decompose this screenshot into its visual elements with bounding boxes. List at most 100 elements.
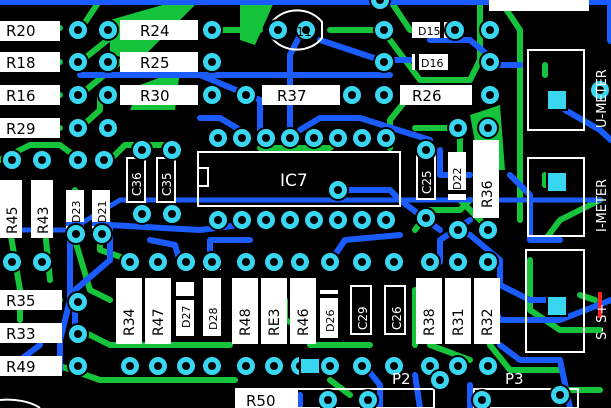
pad-hole [310,216,318,224]
silkscreen-white-bodies [2,142,498,342]
label-ic7: IC7 [280,171,308,191]
label-q11: Q11 [287,25,312,39]
label-c29: C29 [356,306,370,330]
pad-hole [104,91,112,99]
pad-hole [154,258,162,266]
label-d23: D23 [70,201,83,223]
connector-s-outline [525,249,585,353]
pad-hole [38,156,46,164]
diode-d23-body [66,190,84,230]
pad-hole [454,226,462,234]
ic7-package [197,151,401,207]
label-r24: R24 [140,22,170,40]
pad-hole [270,258,278,266]
diode-d15-body [412,22,448,38]
pad-hole [214,134,222,142]
label-r33: R33 [6,325,36,343]
pad-hole [358,258,366,266]
resistor-r35-body [0,290,62,310]
resistor-r16-body [0,85,60,105]
label-p3: P3 [505,370,524,388]
label-d27: D27 [180,306,193,328]
resistor-r24-body [120,20,198,40]
pad-hole [334,216,342,224]
pad-hole [182,362,190,370]
label-r25: R25 [140,54,170,72]
pad-hole [486,58,494,66]
pad-hole [8,156,16,164]
pad-hole [74,124,82,132]
pad-hole [208,26,216,34]
pad-hole [348,91,356,99]
transistor-q11-outline [271,9,323,51]
pad-hole [168,146,176,154]
pad-hole [262,134,270,142]
pad-hole [238,134,246,142]
pad-hole [422,214,430,222]
label-r30: R30 [140,87,170,105]
connector-p2-outline [235,388,435,408]
diode-d27-body [176,282,194,336]
pad-hole [358,362,366,370]
label-d26: D26 [324,310,337,332]
mount-hole-outline [0,398,41,408]
label-r50: R50 [246,392,276,408]
pad-hole [380,91,388,99]
pad-hole [238,216,246,224]
label-r31: R31 [451,308,467,336]
pad-hole [310,134,318,142]
pad-hole [382,216,390,224]
pad-hole [422,146,430,154]
label-i-meter: I-METER [595,179,610,232]
pad-hole [364,396,372,404]
label-re3: RE3 [267,309,283,336]
label-r38: R38 [422,308,438,336]
label-c26: C26 [390,306,404,330]
label-c25: C25 [420,170,434,194]
pad-hole [154,362,162,370]
pad-hole [8,258,16,266]
pad-hole [426,362,434,370]
label-u-meter: U-METER [595,69,610,128]
label-r47: R47 [151,308,167,336]
pad-hole [376,0,384,4]
connector-i-meter-outline [527,157,585,237]
connector-edge-highlight [598,292,602,318]
pad-hole [74,298,82,306]
pad-hole [126,258,134,266]
pad-hole [451,26,459,34]
pad-hole [270,362,278,370]
label-d15: D15 [418,25,440,38]
label-r37: R37 [277,87,307,105]
label-s-terminals: S- S+ [595,304,610,340]
resistor-r29-body [0,118,60,138]
pad-hole [214,216,222,224]
pad-hole [478,396,486,404]
pad-hole [484,258,492,266]
label-r49: R49 [6,358,36,376]
meter-connectors [235,0,602,408]
pad-hole [208,58,216,66]
label-r34: R34 [122,308,138,336]
pad-hole [326,362,334,370]
label-r46: R46 [296,308,312,336]
square-pads [299,89,568,375]
label-c36: C36 [130,172,144,196]
pad-hole [242,362,250,370]
label-d22: D22 [451,168,464,190]
pad-hole [74,58,82,66]
resistor-r37-body [262,85,340,105]
resistor-r26-body [400,85,472,105]
pad-hole [74,330,82,338]
pad-hole [324,396,332,404]
diode-d22-body [448,152,466,200]
pad-hole [382,134,390,142]
pad-hole [454,362,462,370]
pad-hole [426,258,434,266]
pad-hole [334,134,342,142]
pad-hole [74,91,82,99]
pad-hole [286,216,294,224]
label-r48: R48 [238,308,254,336]
pad-hole [454,124,462,132]
label-r36: R36 [480,180,496,208]
